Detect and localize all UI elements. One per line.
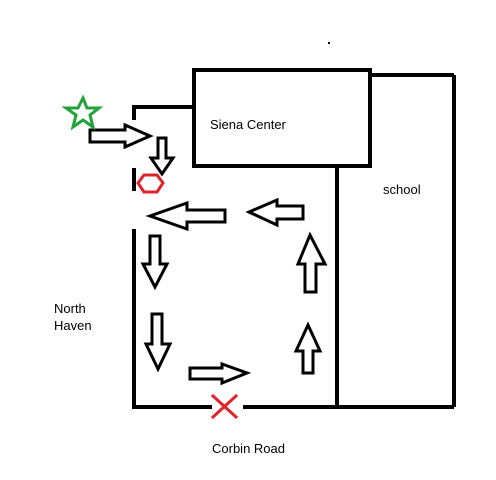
hexagon-icon — [136, 173, 165, 194]
x-mark-icon — [210, 393, 239, 420]
school-building — [336, 73, 456, 409]
arrow-entrance-right — [88, 122, 154, 150]
stray-dot — [328, 42, 330, 44]
arrow-left-2 — [245, 197, 305, 228]
arrow-down-2 — [140, 234, 170, 291]
school-label: school — [383, 182, 421, 197]
star-icon — [61, 94, 104, 131]
arrow-right-bottom — [188, 361, 252, 386]
arrow-left-1 — [145, 200, 227, 232]
arrow-up-2 — [295, 231, 328, 294]
north-haven-label-line2: Haven — [54, 318, 92, 333]
arrow-down-1 — [148, 136, 176, 177]
parking-lot-outline — [132, 105, 339, 409]
arrow-up-1 — [293, 321, 323, 375]
corbin-road-label: Corbin Road — [212, 441, 285, 456]
arrow-down-3 — [143, 312, 173, 373]
siena-center-label: Siena Center — [210, 117, 287, 132]
north-haven-label-line1: North — [54, 301, 86, 316]
siena-center-building — [192, 68, 372, 168]
